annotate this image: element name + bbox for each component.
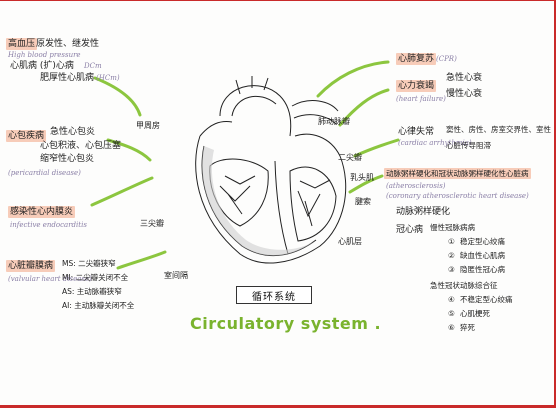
arrhythmia-label: 心律失常 bbox=[398, 127, 435, 137]
valvular-label: 心脏瓣膜病 bbox=[6, 260, 56, 272]
valvular-item-1: MS: 二尖瓣狭窄 bbox=[62, 259, 116, 268]
ath-item-7: 心肌梗死 bbox=[460, 309, 490, 318]
heart-label-chordae: 腱索 bbox=[355, 197, 371, 206]
heart-label-tricuspid: 三尖瓣 bbox=[140, 219, 164, 228]
valvular-label-en: (valvular heart disease) bbox=[8, 275, 92, 283]
frame-top-border bbox=[0, 0, 556, 1]
heart-failure-item-2: 慢性心衰 bbox=[446, 89, 483, 99]
hypertension-line-3: DCm bbox=[84, 62, 102, 70]
page-subtitle: Circulatory system . bbox=[190, 314, 382, 333]
hypertension-label-en: High blood pressure bbox=[8, 51, 81, 59]
branch-pericardial bbox=[106, 138, 152, 162]
cpr-label-en: (CPR) bbox=[436, 55, 457, 63]
heart-label-papillary: 乳头肌 bbox=[350, 173, 374, 182]
ath-marker-5: ⑤ bbox=[448, 309, 455, 318]
heart-label-septum: 室间隔 bbox=[164, 271, 188, 280]
ath-item-5: 急性冠状动脉综合征 bbox=[430, 281, 498, 290]
branch-valvular bbox=[116, 250, 167, 270]
branch-heart-failure bbox=[338, 88, 390, 127]
pericardial-label-en: (pericardial disease) bbox=[8, 169, 81, 177]
heart-failure-label: 心力衰竭 bbox=[396, 80, 437, 92]
ath-item-8: 猝死 bbox=[460, 323, 475, 332]
heart-label-myocardium: 心肌层 bbox=[338, 237, 362, 246]
page-title: 循环系统 bbox=[236, 286, 312, 304]
branch-cpr bbox=[316, 60, 390, 98]
valvular-item-2: MI: 二尖瓣关闭不全 bbox=[62, 273, 129, 282]
ath-item-6: 不稳定型心绞痛 bbox=[460, 295, 513, 304]
frame-right-border bbox=[554, 0, 556, 408]
branch-hypertension bbox=[93, 76, 142, 117]
heart-diagram bbox=[195, 76, 347, 264]
valvular-item-3: AS: 主动脉瓣狭窄 bbox=[62, 287, 122, 296]
hypertension-line-2: 心肌病 (扩)心病 bbox=[10, 61, 74, 71]
heart-failure-item-1: 急性心衰 bbox=[446, 73, 483, 83]
atherosclerosis-sub2: 冠心病 bbox=[396, 225, 424, 235]
atherosclerosis-label-en2: (coronary atherosclerotic heart disease) bbox=[386, 192, 529, 200]
heart-label-pulmonary-valve: 肺动脉瓣 bbox=[318, 117, 350, 126]
endocarditis-label-en: infective endocarditis bbox=[10, 221, 87, 229]
atherosclerosis-label-en: (atherosclerosis) bbox=[386, 182, 446, 190]
valvular-item-4: AI: 主动脉瓣关闭不全 bbox=[62, 301, 135, 310]
ath-marker-3: ③ bbox=[448, 265, 455, 274]
arrhythmia-item-1: 窦性、房性、房室交界性、室性 bbox=[446, 125, 551, 134]
ath-item-3: 缺血性心肌病 bbox=[460, 251, 505, 260]
branch-endocarditis bbox=[90, 176, 154, 207]
pericardial-line-3: 缩窄性心包炎 bbox=[40, 154, 95, 164]
cpr-label: 心肺复苏 bbox=[396, 53, 437, 65]
pericardial-line-1: 急性心包炎 bbox=[50, 127, 96, 137]
frame-bottom-border bbox=[0, 405, 556, 408]
hypertension-line-5: (HCm) bbox=[96, 74, 120, 82]
heart-label-mitral: 二尖瓣 bbox=[338, 153, 362, 162]
atherosclerosis-sub1: 动脉粥样硬化 bbox=[396, 207, 451, 217]
heart-label-atrium: 甲周房 bbox=[136, 121, 160, 130]
hypertension-label: 高血压 bbox=[6, 38, 38, 50]
branch-arrhythmia bbox=[353, 138, 400, 158]
endocarditis-label: 感染性心内膜炎 bbox=[8, 206, 76, 218]
ath-item-4: 隐匿性冠心病 bbox=[460, 265, 505, 274]
arrhythmia-label-en: (cardiac arrhythmia) bbox=[398, 139, 472, 147]
arrhythmia-item-2: 心脏传导阻滞 bbox=[446, 141, 491, 150]
atherosclerosis-label: 动脉粥样硬化和冠状动脉粥样硬化性心脏病 bbox=[384, 168, 531, 179]
hypertension-line-4: 肥厚性心肌病 bbox=[40, 73, 95, 83]
ath-item-2: 稳定型心绞痛 bbox=[460, 237, 505, 246]
ath-marker-2: ② bbox=[448, 251, 455, 260]
ath-marker-4: ④ bbox=[448, 295, 455, 304]
pericardial-line-2: 心包积液、心包压塞 bbox=[40, 141, 122, 151]
hypertension-line-1: 原发性、继发性 bbox=[36, 39, 100, 49]
ath-marker-6: ⑥ bbox=[448, 323, 455, 332]
branch-atherosclerosis bbox=[348, 174, 384, 194]
ath-item-1: 慢性冠脉病病 bbox=[430, 223, 475, 232]
heart-failure-label-en: (heart failure) bbox=[396, 95, 446, 103]
pericardial-label: 心包疾病 bbox=[6, 130, 47, 142]
ath-marker-1: ① bbox=[448, 237, 455, 246]
